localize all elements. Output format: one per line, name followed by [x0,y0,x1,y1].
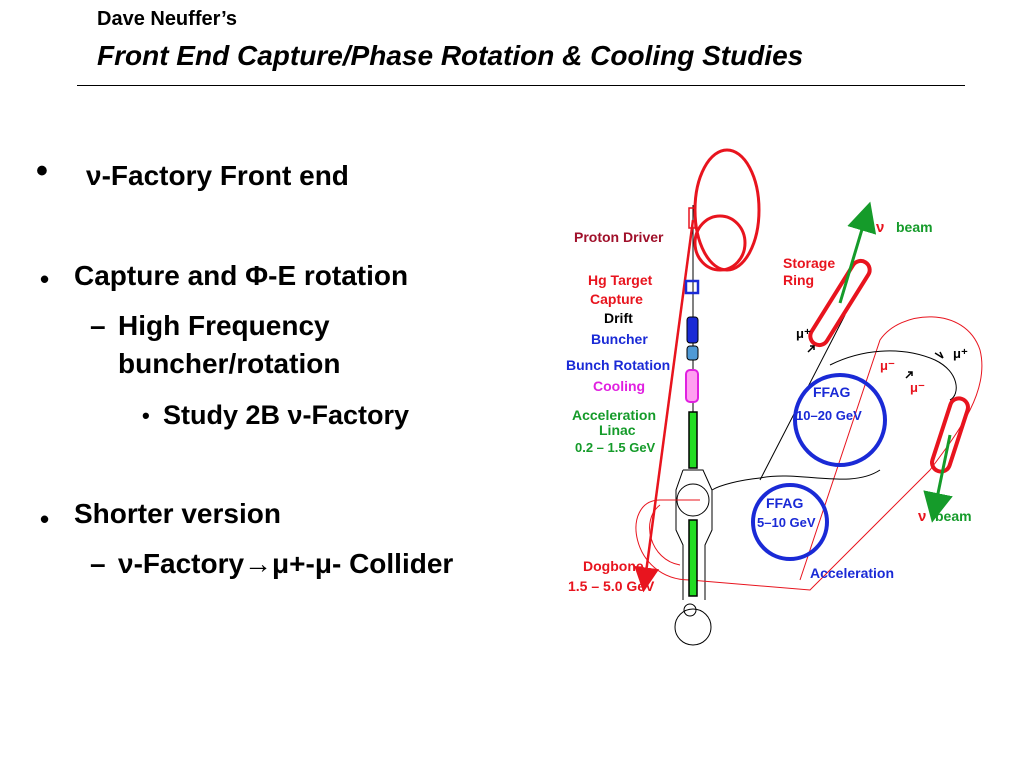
label-dogbone: Dogbone [583,558,644,574]
label-proton-driver: Proton Driver [574,229,664,245]
hg-target-block [684,279,700,295]
label-ffag-1-energy: 10–20 GeV [796,408,862,423]
dogbone-linac-block [688,519,698,597]
label-beam-bottom: beam [935,508,972,524]
linac-block [688,411,698,469]
dash-marker: – [90,548,106,579]
label-nu-top: ν [876,219,884,236]
nu-beam-arrow-bottom [923,434,953,523]
bullet-dot: • [36,152,48,190]
label-ffag-1: FFAG [813,384,850,400]
label-ffag-2: FFAG [766,495,803,511]
buncher-block [686,316,699,344]
sub-bullet-high-frequency: High Frequency [118,310,330,341]
bullet-capture-rotation: Capture and Φ-E rotation [74,260,409,291]
label-mu-plus-2: μ⁺ [953,346,968,361]
label-bunch-rotation: Bunch Rotation [566,357,670,373]
storage-ring-bottom [930,396,970,474]
sub-bullet-collider: ν-Factory→μ+-μ- Collider [118,548,454,579]
label-beam-top: beam [896,219,933,235]
label-ring: Ring [783,272,814,288]
author-name: Dave Neuffer’s [97,8,238,30]
label-mu-plus-1: μ⁺ [796,326,811,341]
label-mu-minus-2: μ⁻ [910,380,925,395]
dash-marker: – [90,310,106,341]
title-divider [77,85,965,86]
label-linac: Linac [599,422,636,438]
label-drift: Drift [604,310,633,326]
label-capture: Capture [590,291,643,307]
label-dogbone-energy: 1.5 – 5.0 GeV [568,578,655,594]
label-cooling: Cooling [593,378,645,394]
muon-direction-ticks [807,345,944,379]
label-ffag-2-energy: 5–10 GeV [757,515,816,530]
label-nu-bottom: ν [918,508,926,525]
ffag-ring-large [793,373,887,467]
label-storage: Storage [783,255,835,271]
bullet-shorter-version: Shorter version [74,498,281,529]
sub-bullet-buncher-rotation: buncher/rotation [118,348,341,379]
label-hg-target: Hg Target [588,272,653,288]
bullet-dot: • [40,264,50,294]
storage-ring-top [808,258,872,348]
label-acceleration-bottom: Acceleration [810,565,894,581]
label-mu-minus-1: μ⁻ [880,358,895,373]
slide-title: Front End Capture/Phase Rotation & Cooli… [97,40,804,71]
proton-driver-marker [688,207,696,229]
sub-sub-bullet-study-2b: Study 2B ν-Factory [163,400,410,430]
bullet-nu-factory-front-end: ν-Factory Front end [86,160,349,191]
bunch-rotation-block [686,345,699,361]
label-linac-energy: 0.2 – 1.5 GeV [575,440,656,455]
nu-beam-arrow-top [838,201,877,304]
ffag-ring-small [751,483,829,561]
bullet-dot: • [40,504,50,534]
label-buncher: Buncher [591,331,648,347]
cooling-block [685,369,699,403]
label-acceleration: Acceleration [572,407,656,423]
proton-driver-ring [693,148,761,272]
bullet-dot: • [142,403,150,428]
